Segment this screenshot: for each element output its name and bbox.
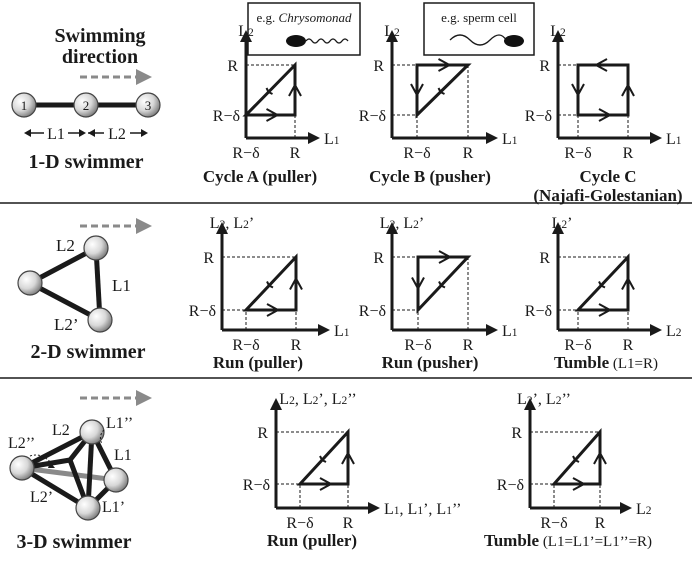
y-tick-label-R-minus-delta: R−δ <box>525 108 552 125</box>
x-tick-label-R-minus-delta: R−δ <box>232 337 259 354</box>
y-tick-label-R-minus-delta: R−δ <box>189 303 216 320</box>
x-tick-label-R-minus-delta: R−δ <box>564 337 591 354</box>
x-tick-label-R-minus-delta: R−δ <box>404 337 431 354</box>
swimming-direction-arrow <box>80 69 152 85</box>
y-axis-label: L2’ <box>552 215 573 232</box>
one-d-swimmer: 1 2 3 L1 L2 <box>11 92 161 143</box>
arm-label-l2-double-prime: L2’’ <box>8 435 35 452</box>
y-tick-label-R: R <box>373 58 384 75</box>
x-tick-label-R-minus-delta: R−δ <box>564 145 591 162</box>
y-tick-label-R-minus-delta: R−δ <box>243 477 270 494</box>
sphere-label-2: 2 <box>83 98 90 113</box>
arm-label-l2: L2 <box>108 126 126 143</box>
arm-label-l1-double-prime: L1’’ <box>106 415 133 432</box>
y-axis-label: L2, L2’ <box>210 215 254 232</box>
x-tick-label-R-minus-delta: R−δ <box>540 515 567 532</box>
three-d-swimmer: L2 L1’’ L2’’ L1 L2’ L1’ <box>8 415 133 521</box>
y-tick-label-R: R <box>539 58 550 75</box>
y-tick-label-R: R <box>203 250 214 267</box>
y-tick-label-R-minus-delta: R−δ <box>359 108 386 125</box>
y-axis-label: L2 <box>238 23 254 40</box>
swimmer-label-1d: 1-D swimmer <box>29 151 144 173</box>
sphere-label-1: 1 <box>21 98 28 113</box>
arm-label-l1-prime: L1’ <box>102 499 125 516</box>
x-axis-label: L1 <box>666 131 682 148</box>
swimmer-label-3d: 3-D swimmer <box>17 531 132 553</box>
x-axis-label: L1 <box>324 131 340 148</box>
y-tick-label-R-minus-delta: R−δ <box>359 303 386 320</box>
y-tick-label-R-minus-delta: R−δ <box>213 108 240 125</box>
x-tick-label-R: R <box>623 145 634 162</box>
y-axis-label: L2, L2’, L2’’ <box>279 391 356 408</box>
swimming-direction-label-2: direction <box>62 46 138 68</box>
sphere-3 <box>135 92 161 118</box>
sphere-2 <box>73 92 99 118</box>
arm-label-l2-prime: L2’ <box>30 489 53 506</box>
x-axis-label: L1 <box>334 323 350 340</box>
two-d-swimmer: L2 L1 L2’ <box>17 235 131 334</box>
x-tick-label-R: R <box>290 145 301 162</box>
arm-label-l1: L1 <box>112 276 131 295</box>
y-tick-label-R: R <box>539 250 550 267</box>
x-axis-label: L1, L1’, L1’’ <box>384 501 461 518</box>
x-tick-label-R-minus-delta: R−δ <box>286 515 313 532</box>
x-tick-label-R: R <box>623 337 634 354</box>
y-tick-label-R-minus-delta: R−δ <box>497 477 524 494</box>
sphere-1 <box>11 92 37 118</box>
x-tick-label-R: R <box>291 337 302 354</box>
svg-text:e.g. sperm cell: e.g. sperm cell <box>441 10 517 25</box>
y-tick-label-R: R <box>257 425 268 442</box>
x-axis-label: L2 <box>636 501 652 518</box>
plot-caption: Cycle B (pusher) <box>369 167 491 186</box>
y-axis-label: L2 <box>550 23 566 40</box>
example-box-chrysomonad: e.g. Chrysomonad <box>247 2 361 56</box>
y-axis-label: L2, L2’ <box>380 215 424 232</box>
x-tick-label-R: R <box>463 337 474 354</box>
x-tick-label-R-minus-delta: R−δ <box>232 145 259 162</box>
plot-caption: Run (puller) <box>213 353 303 372</box>
plot-caption: Run (puller) <box>267 531 357 550</box>
swimming-direction-label: Swimming <box>54 25 145 47</box>
swimmer-label-2d: 2-D swimmer <box>31 341 146 363</box>
arm-label-l2: L2 <box>56 236 75 255</box>
plot-caption: Cycle A (puller) <box>203 167 317 186</box>
x-axis-label: L2 <box>666 323 682 340</box>
x-tick-label-R: R <box>463 145 474 162</box>
arm-label-l2-prime: L2’ <box>54 315 79 334</box>
swimming-direction-arrow-row3 <box>80 390 152 406</box>
x-tick-label-R: R <box>595 515 606 532</box>
x-axis-label: L1 <box>502 131 518 148</box>
y-tick-label-R: R <box>227 58 238 75</box>
plot-caption: Tumble (L1=L1’=L1’’=R) <box>484 531 652 550</box>
y-axis-label: L2’, L2’’ <box>517 391 571 408</box>
sphere-label-3: 3 <box>145 98 152 113</box>
y-tick-label-R: R <box>373 250 384 267</box>
example-box-sperm-cell: e.g. sperm cell <box>423 2 535 56</box>
x-tick-label-R-minus-delta: R−δ <box>403 145 430 162</box>
plot-caption-line-2: (Najafi-Golestanian) <box>533 186 682 205</box>
arm-label-l1: L1 <box>47 126 65 143</box>
y-tick-label-R-minus-delta: R−δ <box>525 303 552 320</box>
arm-label-l2: L2 <box>52 422 70 439</box>
plot-caption: Cycle C <box>579 167 636 186</box>
y-tick-label-R: R <box>511 425 522 442</box>
x-axis-label: L1 <box>502 323 518 340</box>
x-tick-label-R: R <box>343 515 354 532</box>
svg-text:e.g. Chrysomonad: e.g. Chrysomonad <box>257 10 352 25</box>
plot-caption: Tumble (L1=R) <box>554 353 658 372</box>
swimming-direction-arrow-row2 <box>80 218 152 234</box>
arm-label-l1: L1 <box>114 447 132 464</box>
plot-caption: Run (pusher) <box>382 353 479 372</box>
y-axis-label: L2 <box>384 23 400 40</box>
